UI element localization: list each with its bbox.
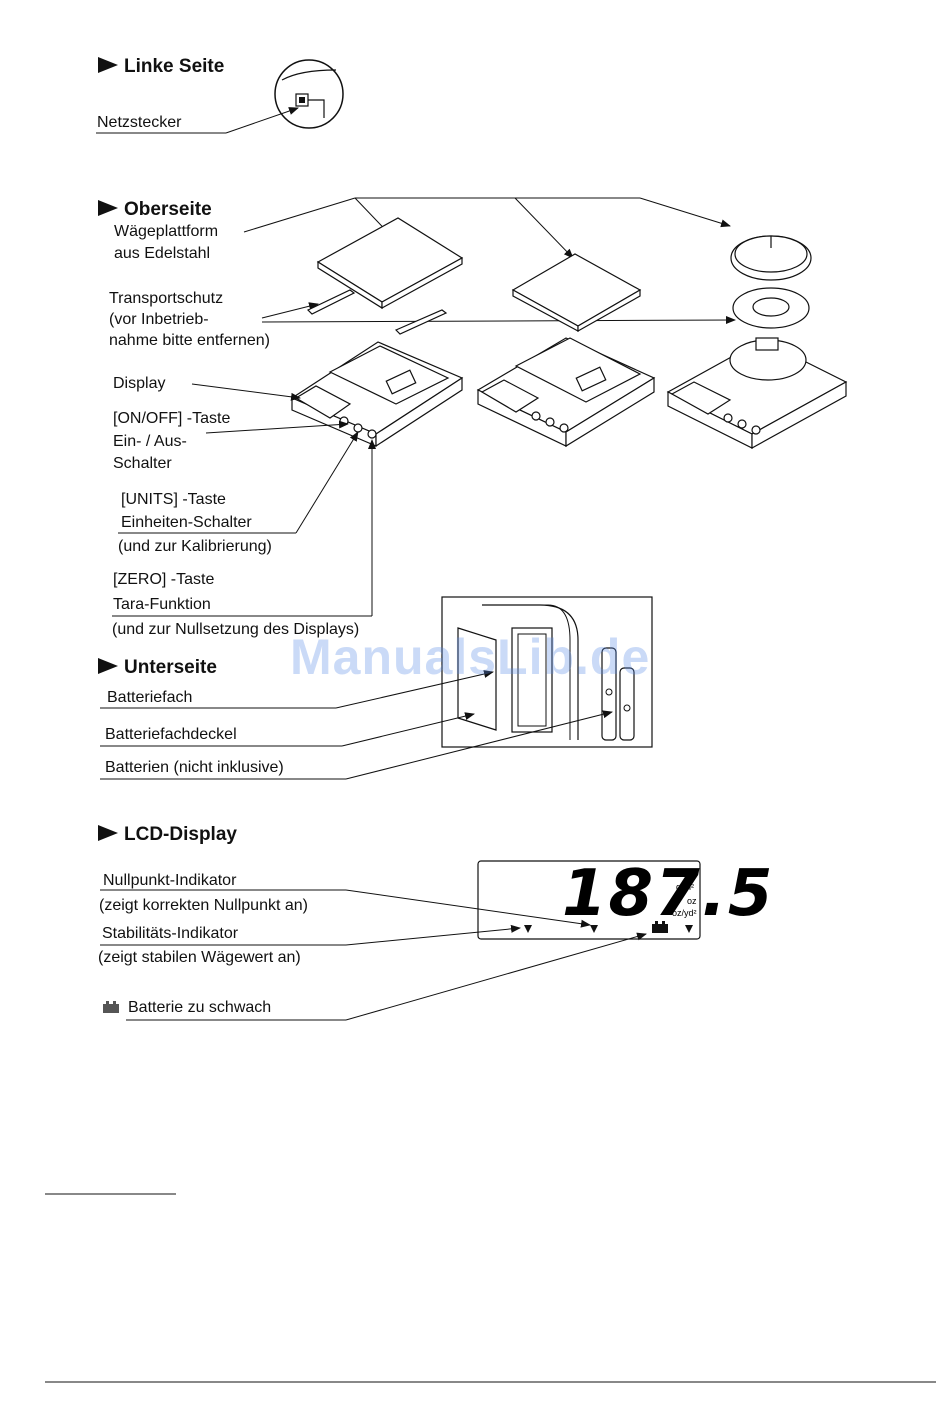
lcd-unit-g: g (690, 869, 696, 879)
lcd-unit-gm2: g/m² (676, 882, 694, 892)
label-display: Display (113, 375, 166, 392)
zero-arrow-icon (590, 925, 598, 933)
triangle-bullet-icon (98, 658, 118, 674)
lcd-unit-oz: oz (687, 896, 697, 906)
unit-arrow-icon (685, 925, 693, 933)
label-onoff-1: [ON/OFF] -Taste (113, 410, 231, 427)
pan-ring (732, 287, 810, 329)
triangle-bullet-icon (98, 57, 118, 73)
label-zero-indicator-2: (zeigt korrekten Nullpunkt an) (99, 897, 308, 914)
label-transport-1: Transportschutz (109, 290, 224, 307)
label-zero-3: (und zur Nullsetzung des Displays) (112, 621, 360, 638)
stability-arrow-icon (524, 925, 532, 933)
power-plug-illustration (274, 59, 344, 129)
label-zero-2: Tara-Funktion (113, 596, 211, 613)
label-transport-2: (vor Inbetrieb- (109, 311, 209, 328)
label-platform-1: Wägeplattform (114, 223, 219, 240)
label-units-3: (und zur Kalibrierung) (118, 538, 272, 555)
label-onoff-2: Ein- / Aus- (113, 433, 187, 450)
label-stability-2: (zeigt stabilen Wägewert an) (98, 949, 301, 966)
platform-square-2 (511, 253, 642, 333)
label-platform-2: aus Edelstahl (114, 245, 211, 262)
watermark: ManualsLib.de (290, 629, 651, 685)
label-power-plug: Netzstecker (97, 114, 182, 131)
heading-top-side: Oberseite (98, 199, 212, 221)
battery-small-icon (103, 1001, 119, 1013)
label-zero-indicator-1: Nullpunkt-Indikator (103, 872, 237, 889)
triangle-bullet-icon (98, 825, 118, 841)
battery-compartment-illustration (441, 596, 653, 748)
transport-strips (306, 289, 448, 335)
battery-low-icon (652, 921, 668, 933)
label-stability-1: Stabilitäts-Indikator (102, 925, 239, 942)
heading-left-side: Linke Seite (98, 56, 224, 78)
lcd-unit-ozyd2: oz/yd² (672, 908, 697, 918)
triangle-bullet-icon (98, 200, 118, 216)
scale-3-illustration (666, 337, 848, 450)
lcd-display-frame (477, 860, 701, 940)
label-battery-cover: Batteriefachdeckel (105, 726, 237, 743)
heading-bottom-side: Unterseite (98, 657, 217, 679)
round-pan (730, 235, 812, 281)
label-battery-compartment: Batteriefach (107, 689, 193, 706)
label-onoff-3: Schalter (113, 455, 172, 472)
heading-lcd-display: LCD-Display (98, 824, 237, 846)
lcd-reading: 187.5 (562, 857, 775, 931)
label-battery-low: Batterie zu schwach (128, 999, 272, 1016)
scale-2-illustration (476, 337, 656, 448)
label-units-2: Einheiten-Schalter (121, 514, 252, 531)
label-units-1: [UNITS] -Taste (121, 491, 226, 508)
scale-1-illustration (290, 341, 464, 448)
label-transport-3: nahme bitte entfernen) (109, 332, 270, 349)
label-zero-1: [ZERO] -Taste (113, 571, 215, 588)
platform-square-1 (316, 217, 464, 310)
label-batteries: Batterien (nicht inklusive) (105, 759, 284, 776)
